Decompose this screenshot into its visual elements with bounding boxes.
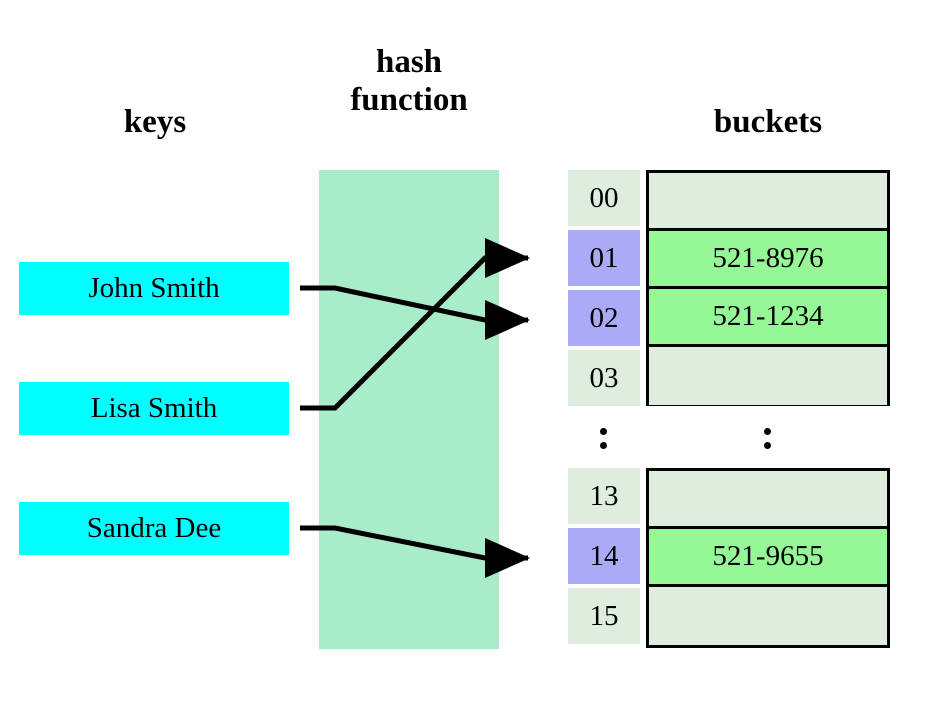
heading-buckets: buckets: [713, 104, 823, 140]
index-label: 01: [589, 241, 619, 274]
vertical-ellipsis-bucket-icon: [764, 428, 776, 454]
bucket-cell-02[interactable]: 521-1234: [649, 289, 887, 347]
bucket-cell-03[interactable]: [649, 347, 887, 405]
hash-function-band: [319, 170, 499, 649]
heading-hash-function: hash function: [350, 44, 468, 118]
index-label: 00: [589, 181, 619, 214]
index-cell-14[interactable]: 14: [568, 528, 640, 584]
key-box-lisa-smith[interactable]: Lisa Smith: [19, 382, 289, 435]
index-label: 03: [589, 361, 619, 394]
bucket-cell-01[interactable]: 521-8976: [649, 231, 887, 289]
index-cell-15[interactable]: 15: [568, 588, 640, 644]
index-label: 02: [589, 301, 619, 334]
bucket-table-top: 521-8976 521-1234: [646, 170, 890, 406]
bucket-value: 521-1234: [712, 300, 824, 332]
bucket-value: 521-8976: [712, 242, 824, 274]
bucket-cell-15[interactable]: [649, 587, 887, 645]
bucket-value: 521-9655: [712, 540, 824, 572]
index-label: 14: [589, 539, 619, 572]
index-cell-03[interactable]: 03: [568, 350, 640, 406]
bucket-cell-13[interactable]: [649, 471, 887, 529]
index-cell-01[interactable]: 01: [568, 230, 640, 286]
bucket-cell-14[interactable]: 521-9655: [649, 529, 887, 587]
bucket-cell-00[interactable]: [649, 173, 887, 231]
key-label: Lisa Smith: [90, 392, 218, 424]
bucket-table-bottom: 521-9655: [646, 468, 890, 648]
heading-keys: keys: [123, 104, 187, 140]
vertical-ellipsis-index-icon: [600, 428, 612, 454]
key-label: John Smith: [88, 272, 220, 304]
key-box-john-smith[interactable]: John Smith: [19, 262, 289, 315]
index-cell-02[interactable]: 02: [568, 290, 640, 346]
key-label: Sandra Dee: [86, 512, 222, 544]
index-label: 15: [589, 599, 619, 632]
index-cell-00[interactable]: 00: [568, 170, 640, 226]
index-label: 13: [589, 479, 619, 512]
key-box-sandra-dee[interactable]: Sandra Dee: [19, 502, 289, 555]
index-cell-13[interactable]: 13: [568, 468, 640, 524]
